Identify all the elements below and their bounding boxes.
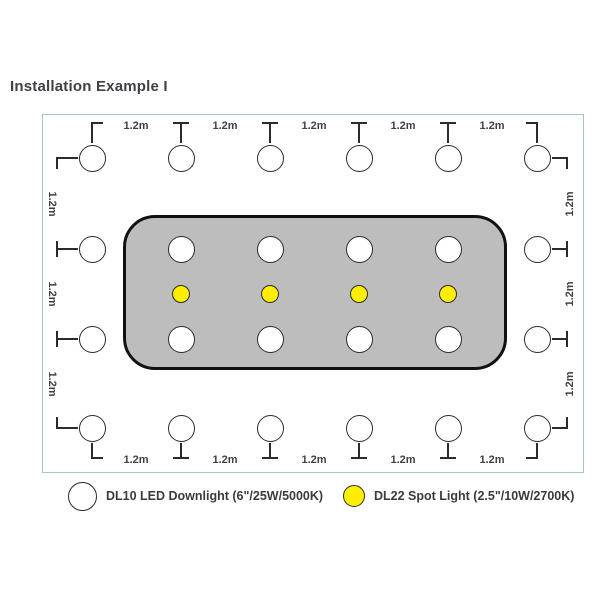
downlight-marker xyxy=(256,235,284,263)
downlight-marker xyxy=(523,144,551,172)
dimension-label: 1.2m xyxy=(46,191,58,217)
dimension-label: 1.2m xyxy=(212,120,238,132)
dimension-tick xyxy=(440,457,456,459)
dimension-tick xyxy=(536,443,538,458)
dimension-tick xyxy=(447,122,449,143)
downlight-marker xyxy=(78,414,106,442)
dimension-tick xyxy=(56,331,58,347)
dimension-tick xyxy=(91,122,103,124)
dimension-tick xyxy=(173,122,189,124)
downlight-marker xyxy=(256,325,284,353)
dimension-tick xyxy=(552,248,567,250)
dimension-tick xyxy=(57,248,78,250)
dimension-label: 1.2m xyxy=(46,281,58,307)
dimension-label: 1.2m xyxy=(564,281,576,307)
dimension-tick xyxy=(56,417,58,429)
dimension-tick xyxy=(269,122,271,143)
downlight-legend-symbol xyxy=(67,481,97,511)
dimension-tick xyxy=(262,457,278,459)
downlight-marker xyxy=(434,325,462,353)
dimension-label: 1.2m xyxy=(390,120,416,132)
downlight-marker xyxy=(434,235,462,263)
dimension-tick xyxy=(536,122,538,143)
dimension-tick xyxy=(91,443,93,458)
spotlight-legend-symbol xyxy=(343,485,365,507)
downlight-marker xyxy=(345,414,373,442)
dimension-tick xyxy=(180,122,182,143)
dimension-tick xyxy=(358,443,360,458)
downlight-marker xyxy=(256,414,284,442)
dimension-tick xyxy=(91,122,93,143)
dimension-tick xyxy=(552,157,567,159)
dimension-label: 1.2m xyxy=(479,454,505,466)
dimension-label: 1.2m xyxy=(46,371,58,397)
dimension-label: 1.2m xyxy=(301,454,327,466)
dimension-tick xyxy=(173,457,189,459)
spotlight-marker xyxy=(261,285,279,303)
downlight-marker xyxy=(167,414,195,442)
spotlight-marker xyxy=(350,285,368,303)
downlight-marker xyxy=(167,144,195,172)
dimension-label: 1.2m xyxy=(212,454,238,466)
dimension-tick xyxy=(552,427,567,429)
downlight-marker xyxy=(167,325,195,353)
downlight-marker xyxy=(78,325,106,353)
downlight-marker xyxy=(78,235,106,263)
dimension-tick xyxy=(56,241,58,257)
dimension-tick xyxy=(269,443,271,458)
downlight-marker xyxy=(256,144,284,172)
dimension-tick xyxy=(57,338,78,340)
dimension-tick xyxy=(57,427,78,429)
downlight-marker xyxy=(78,144,106,172)
dimension-tick xyxy=(526,122,538,124)
downlight-marker xyxy=(167,235,195,263)
dimension-tick xyxy=(566,241,568,257)
dimension-tick xyxy=(552,338,567,340)
dimension-tick xyxy=(351,122,367,124)
dimension-label: 1.2m xyxy=(390,454,416,466)
downlight-marker xyxy=(345,235,373,263)
downlight-marker xyxy=(345,144,373,172)
page-title: Installation Example I xyxy=(10,78,168,95)
downlight-marker xyxy=(523,235,551,263)
dimension-label: 1.2m xyxy=(564,191,576,217)
downlight-marker xyxy=(523,325,551,353)
downlight-marker xyxy=(345,325,373,353)
downlight-marker xyxy=(434,414,462,442)
dimension-tick xyxy=(566,417,568,429)
downlight-marker xyxy=(523,414,551,442)
dimension-tick xyxy=(262,122,278,124)
downlight-legend-label: DL10 LED Downlight (6"/25W/5000K) xyxy=(106,489,324,503)
dimension-tick xyxy=(566,157,568,169)
dimension-label: 1.2m xyxy=(479,120,505,132)
dimension-tick xyxy=(447,443,449,458)
dimension-tick xyxy=(180,443,182,458)
dimension-label: 1.2m xyxy=(301,120,327,132)
dimension-label: 1.2m xyxy=(123,454,149,466)
dimension-tick xyxy=(57,157,78,159)
spotlight-marker xyxy=(439,285,457,303)
spotlight-legend-label: DL22 Spot Light (2.5"/10W/2700K) xyxy=(374,489,575,503)
dimension-label: 1.2m xyxy=(564,371,576,397)
downlight-marker xyxy=(434,144,462,172)
dimension-tick xyxy=(526,457,538,459)
dimension-tick xyxy=(358,122,360,143)
dimension-tick xyxy=(91,457,103,459)
dimension-label: 1.2m xyxy=(123,120,149,132)
dimension-tick xyxy=(56,157,58,169)
dimension-tick xyxy=(566,331,568,347)
dimension-tick xyxy=(440,122,456,124)
spotlight-marker xyxy=(172,285,190,303)
dimension-tick xyxy=(351,457,367,459)
